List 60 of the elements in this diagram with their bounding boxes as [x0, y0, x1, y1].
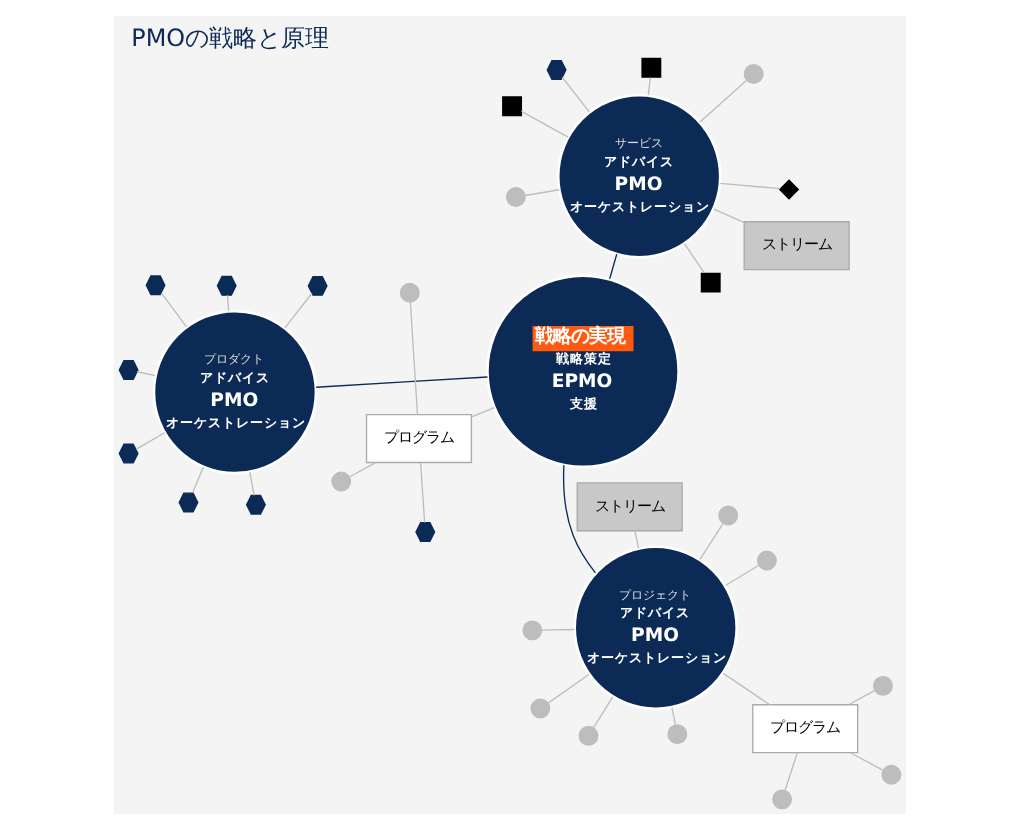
- node-hexagon: [178, 492, 199, 513]
- connector: [848, 689, 876, 706]
- node-circle: [881, 764, 902, 785]
- connector: [634, 530, 640, 550]
- node-circle: [331, 471, 352, 492]
- node-circle: [718, 505, 739, 526]
- node-circle: [578, 725, 599, 746]
- node-box: [641, 57, 662, 78]
- node-hexagon: [216, 275, 237, 296]
- connector: [724, 564, 760, 587]
- connector: [136, 371, 157, 377]
- connector: [524, 189, 560, 197]
- node-circle: [873, 675, 893, 696]
- node-circle: [772, 789, 793, 810]
- connector: [520, 110, 569, 138]
- node-circle: [522, 620, 543, 641]
- connector: [284, 292, 313, 329]
- connector: [191, 466, 205, 494]
- node-hexagon: [245, 494, 266, 515]
- connector: [722, 672, 771, 706]
- connector: [593, 696, 614, 729]
- node-hexagon: [546, 59, 567, 80]
- connector: [719, 182, 781, 190]
- connector: [315, 376, 489, 388]
- node-circle: [667, 724, 688, 745]
- connector: [849, 752, 884, 771]
- connector: [419, 462, 426, 524]
- connector: [784, 751, 799, 791]
- node-circle: [756, 550, 777, 571]
- connector: [160, 292, 188, 328]
- node-diamond: [778, 179, 800, 200]
- node-box: [700, 272, 721, 293]
- connector: [713, 208, 745, 224]
- connector: [547, 673, 590, 704]
- connector: [609, 253, 618, 280]
- connector: [561, 76, 590, 113]
- node-box: [502, 96, 523, 117]
- connector: [541, 628, 576, 631]
- connector: [226, 294, 230, 312]
- connector: [671, 706, 677, 726]
- node-hexagon: [118, 443, 139, 464]
- node-hexagon: [307, 275, 328, 296]
- node-hexagon: [118, 360, 139, 380]
- node-hexagon: [145, 275, 166, 296]
- connector: [471, 407, 495, 418]
- node-circle: [505, 187, 526, 208]
- diagram-title: PMOの戦略と原理: [131, 23, 330, 52]
- node-circle: [743, 64, 764, 84]
- connector: [699, 523, 724, 560]
- node-circle: [530, 698, 551, 719]
- connector: [647, 76, 651, 96]
- connector: [135, 432, 166, 450]
- connector: [409, 301, 419, 416]
- connector: [249, 471, 255, 496]
- connector: [562, 464, 597, 574]
- connector: [348, 461, 377, 478]
- node-circle: [399, 282, 420, 303]
- connector: [699, 79, 748, 123]
- connector: [683, 242, 705, 274]
- node-hexagon: [415, 522, 436, 543]
